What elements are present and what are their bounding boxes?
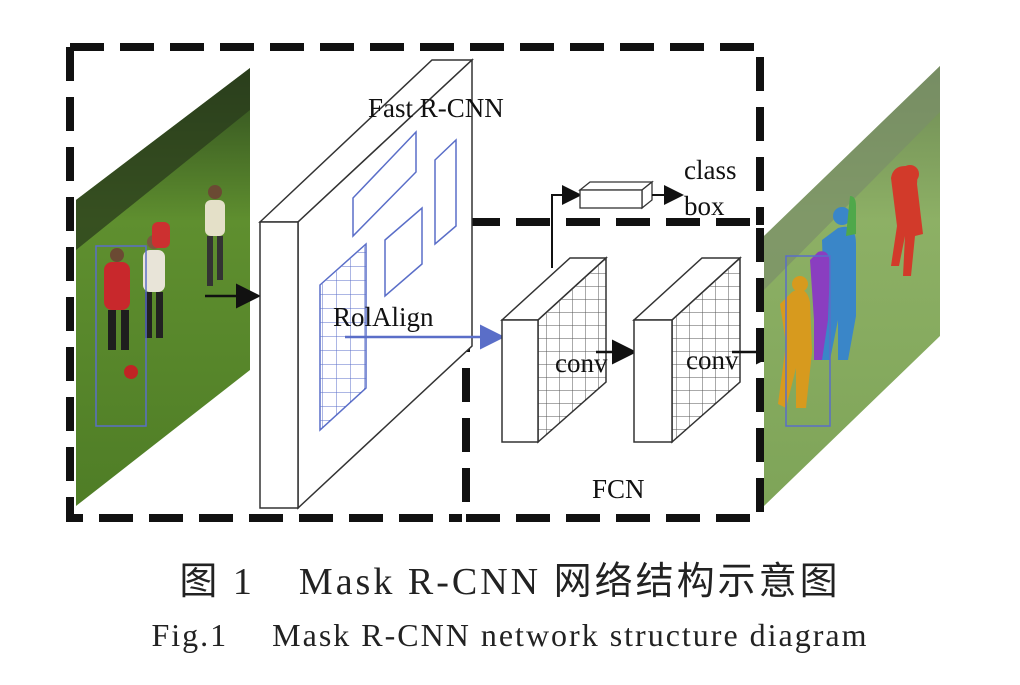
roi-grid [319,242,367,432]
feature-map-slab [258,58,474,510]
fast-rcnn-dashed-box [66,43,764,522]
output-image [764,66,940,506]
conv-label-1: conv [555,348,608,378]
input-image [76,68,250,506]
class-box-branch [551,185,582,268]
caption-text-en: Mask R-CNN network structure diagram [272,617,869,653]
box-label: box [684,191,725,221]
figure-number-en: Fig.1 [151,617,229,653]
fc-layer-box [578,180,654,210]
conv-block-2 [632,256,742,444]
fcn-label: FCN [592,474,645,504]
fcn-dashed-box [462,218,764,522]
caption-text-cn: Mask R-CNN 网络结构示意图 [298,561,841,603]
conv-label-2: conv [686,345,739,375]
conv-block-1 [500,256,608,444]
roialign-label: RolAlign [333,302,434,332]
figure-caption-chinese: 图 1 Mask R-CNN 网络结构示意图 [0,550,1020,605]
mask-rcnn-diagram: Fast R-CNN class box RolAlign conv conv … [66,43,940,522]
figure-number-cn: 图 1 [179,561,255,603]
fast-rcnn-label: Fast R-CNN [368,93,504,123]
figure-caption-english: Fig.1 Mask R-CNN network structure diagra… [0,617,1020,654]
class-label: class [684,155,736,185]
